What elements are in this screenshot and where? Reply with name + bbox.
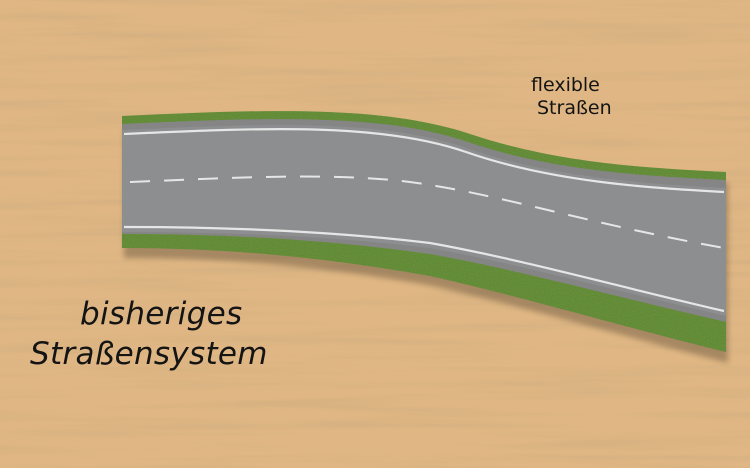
center-dashed-line: [129, 175, 725, 249]
caption-old-system-line1: bisheriges: [80, 296, 243, 332]
edge-line-bottom: [123, 225, 725, 313]
caption-flexible-line2: Straßen: [537, 97, 612, 119]
edge-line-top: [123, 128, 725, 194]
caption-flexible-line1: flexible: [531, 74, 600, 96]
caption-old-system-line2: Straßensystem: [30, 336, 268, 372]
asphalt-texture: [122, 125, 726, 317]
